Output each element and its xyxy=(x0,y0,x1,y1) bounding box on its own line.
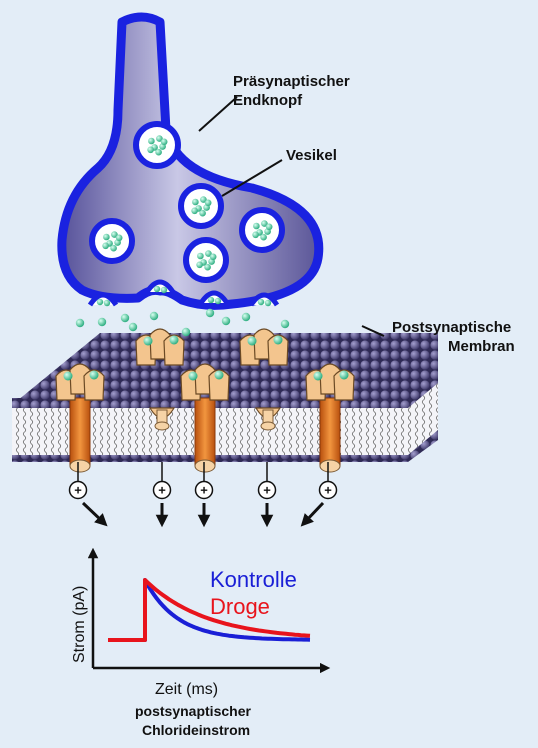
transmitter-molecule xyxy=(97,317,107,327)
legend-control-label: Kontrolle xyxy=(210,567,297,592)
transmitter-molecule xyxy=(196,261,203,269)
transmitter-molecule xyxy=(253,222,260,230)
ion-sign: + xyxy=(200,483,208,498)
presynaptic-leader-line xyxy=(198,96,238,132)
caption-line2: Chlorideinstrom xyxy=(142,722,250,738)
transmitter-molecule xyxy=(241,312,251,322)
transmitter-molecule xyxy=(200,196,207,203)
membrane-side-bottom-heads xyxy=(12,430,438,462)
receptor-channel xyxy=(239,328,289,366)
transmitter-molecule-group xyxy=(75,308,290,337)
receptor-channel xyxy=(55,363,105,473)
chloride-ion-group: + + + + + xyxy=(68,462,338,528)
presynaptic-label-line1: Präsynaptischer xyxy=(233,73,350,90)
membrane-leader-line xyxy=(361,325,385,337)
chloride-ion: + xyxy=(194,462,214,528)
vesicle-leader-line xyxy=(221,159,283,197)
transmitter-molecule xyxy=(120,313,130,323)
current-chart: Kontrolle Droge Zeit (ms) Strom (pA) xyxy=(71,547,331,698)
control-trace xyxy=(108,578,311,642)
vesicle xyxy=(183,237,229,283)
transmitter-molecule xyxy=(204,263,211,271)
vesicle xyxy=(133,121,181,169)
vesicle-group xyxy=(87,121,285,307)
caption-line1: postsynaptischer xyxy=(135,703,251,719)
transmitter-molecule xyxy=(110,244,117,252)
chloride-ion: + xyxy=(257,462,277,528)
receptor-channel xyxy=(180,363,230,473)
transmitter-molecule xyxy=(209,253,217,261)
transmitter-molecule xyxy=(156,135,163,142)
transmitter-molecule xyxy=(149,311,159,321)
transmitter-molecule xyxy=(115,234,123,242)
ion-sign: + xyxy=(74,483,82,498)
transmitter-molecule xyxy=(204,199,212,207)
receptor-channel xyxy=(135,328,185,366)
transmitter-molecule xyxy=(192,198,199,206)
transmitter-molecule xyxy=(205,250,212,257)
transmitter-molecule xyxy=(205,308,215,318)
transmitter-molecule xyxy=(191,207,198,215)
drug-trace xyxy=(108,578,311,642)
chloride-ion: + xyxy=(300,462,338,527)
receptor-stub xyxy=(148,407,176,431)
transmitter-molecule xyxy=(111,231,118,238)
ion-sign: + xyxy=(324,483,332,498)
transmitter-molecule xyxy=(181,327,191,337)
ion-sign: + xyxy=(158,483,166,498)
chloride-ion: + xyxy=(152,462,172,528)
receptor-channel xyxy=(305,363,355,473)
ion-sign: + xyxy=(263,483,271,498)
fusing-vesicle xyxy=(87,292,119,307)
fusing-vesicle xyxy=(198,290,230,305)
transmitter-molecule xyxy=(260,233,267,241)
legend-drug-label: Droge xyxy=(210,594,270,619)
chart-y-axis-label: Strom (pA) xyxy=(71,586,88,663)
vesicle xyxy=(178,183,224,229)
transmitter-molecule xyxy=(197,252,204,260)
presynaptic-label-line2: Endknopf xyxy=(233,92,303,109)
transmitter-molecule xyxy=(160,138,168,146)
transmitter-molecule xyxy=(102,242,109,250)
postsynaptic-label-line1: Postsynaptische xyxy=(392,319,511,336)
transmitter-molecule xyxy=(147,146,154,154)
fusing-vesicle xyxy=(144,279,176,294)
transmitter-molecule xyxy=(252,231,259,239)
vesicle xyxy=(89,218,135,264)
transmitter-molecule xyxy=(103,233,110,241)
vesicle xyxy=(239,207,285,253)
transmitter-molecule xyxy=(199,209,206,217)
transmitter-molecule xyxy=(261,220,268,227)
transmitter-molecule xyxy=(148,137,155,145)
chart-x-axis-label: Zeit (ms) xyxy=(155,681,218,698)
chloride-ion: + xyxy=(68,462,108,527)
transmitter-molecule xyxy=(265,223,273,231)
postsynaptic-label-line2: Membran xyxy=(448,338,515,355)
transmitter-molecule xyxy=(280,319,290,329)
receptor-stub xyxy=(254,407,282,431)
fusing-vesicle xyxy=(248,292,280,307)
receptor-channel-group xyxy=(55,328,355,473)
transmitter-molecule xyxy=(128,322,138,332)
transmitter-molecule xyxy=(221,316,231,326)
transmitter-molecule xyxy=(75,318,85,328)
vesicle-label: Vesikel xyxy=(286,147,337,164)
transmitter-molecule xyxy=(155,148,162,156)
